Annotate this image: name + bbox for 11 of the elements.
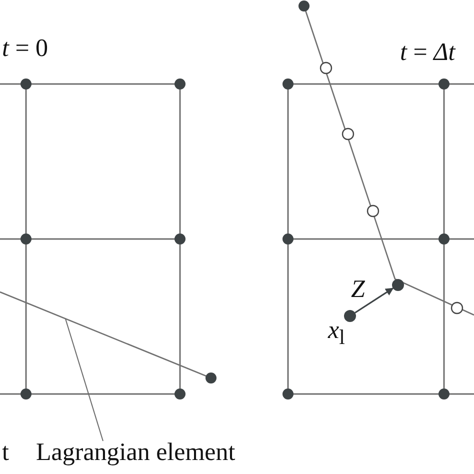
element-label: Lagrangian element [36, 440, 236, 465]
time-label: t = 0 [2, 36, 48, 61]
time-label: t = Δt [400, 40, 456, 65]
particle-dot [392, 279, 404, 291]
edge-label: Z [351, 276, 365, 302]
text-fragment: t [2, 440, 9, 465]
particle-dot [344, 310, 356, 322]
leader-line [64, 318, 104, 442]
variable-label: x$_{l}$ [328, 318, 345, 348]
arrow [354, 288, 394, 314]
lagrangian-element-line [0, 291, 216, 384]
